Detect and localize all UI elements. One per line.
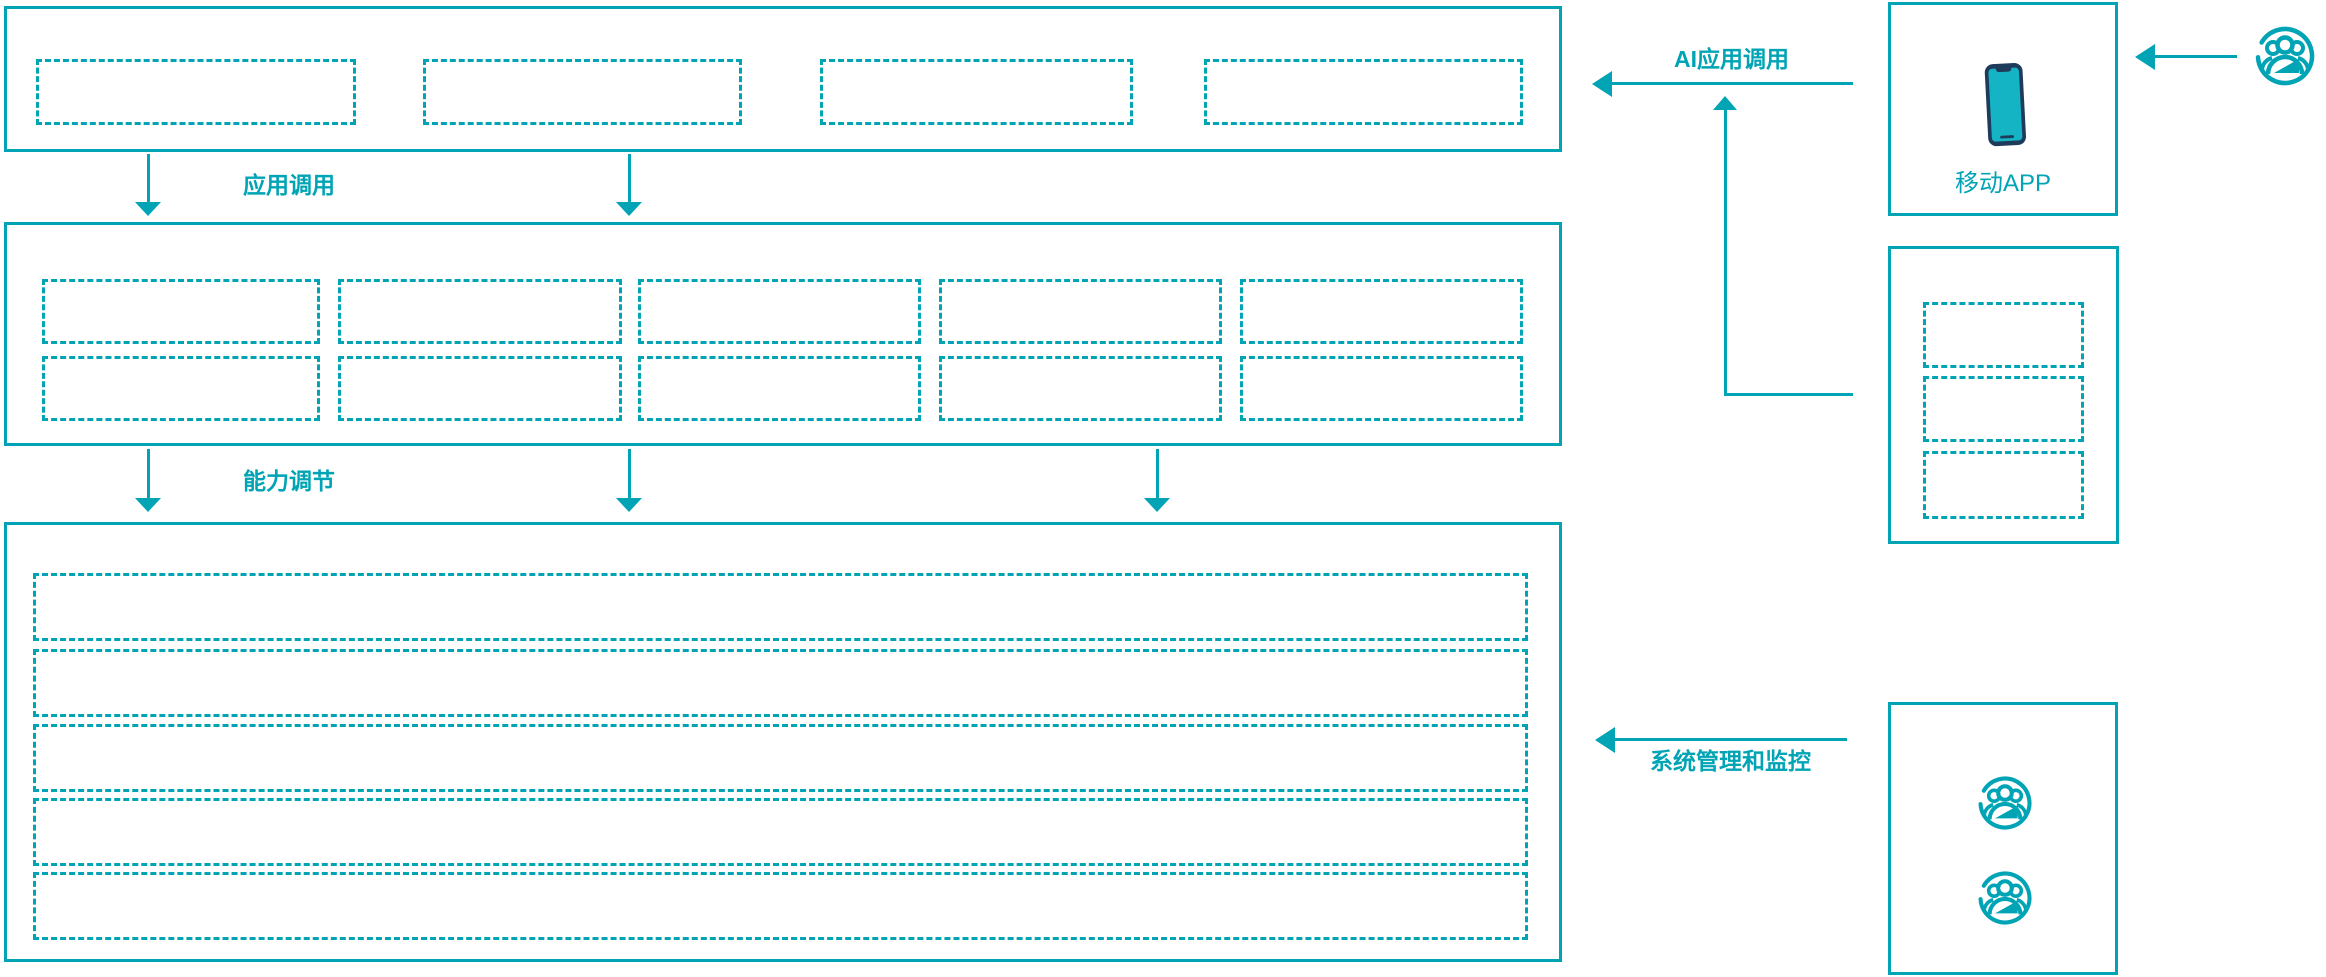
middle-placeholder-r1c2 <box>338 279 622 344</box>
arrow-user-to-app-shaft <box>2153 55 2237 58</box>
arrow-system-monitor-head <box>1595 727 1615 753</box>
arrow-app-call-2-head <box>616 202 642 216</box>
middle-placeholder-r1c3 <box>638 279 921 344</box>
bottom-layer-row-1 <box>33 573 1528 641</box>
middle-placeholder-r1c1 <box>42 279 320 344</box>
middle-placeholder-r2c4 <box>939 356 1222 421</box>
label-mobile-app: 移动APP <box>1954 170 2052 197</box>
right-panel-placeholder-1 <box>1923 302 2084 368</box>
top-layer-placeholder-1 <box>36 59 356 125</box>
arrow-app-call-1-head <box>135 202 161 216</box>
arrow-capability-2-head <box>616 498 642 512</box>
connector-right-panel-up-head <box>1713 96 1737 110</box>
right-panel-placeholder-2 <box>1923 376 2084 442</box>
arrow-ai-app-call-head <box>1592 71 1612 97</box>
label-capability-adjust: 能力调节 <box>243 468 335 494</box>
phone-icon <box>1981 60 2029 152</box>
arrow-app-call-2-shaft <box>628 154 631 202</box>
arrow-ai-app-call-shaft <box>1610 82 1853 85</box>
arrow-capability-1-shaft <box>147 449 150 498</box>
admin-box <box>1888 702 2118 975</box>
label-ai-app-call: AI应用调用 <box>1674 46 1789 72</box>
right-panel-box <box>1888 246 2119 544</box>
middle-placeholder-r2c2 <box>338 356 622 421</box>
arrow-capability-3-shaft <box>1156 449 1159 498</box>
middle-placeholder-r2c3 <box>638 356 921 421</box>
user-group-icon <box>1976 774 2034 832</box>
arrow-capability-2-shaft <box>628 449 631 498</box>
arrow-system-monitor-shaft <box>1613 738 1847 741</box>
mobile-app-box <box>1888 2 2118 216</box>
bottom-layer-row-2 <box>33 649 1528 717</box>
middle-placeholder-r1c5 <box>1240 279 1523 344</box>
bottom-layer-row-4 <box>33 798 1528 866</box>
arrow-app-call-1-shaft <box>147 154 150 202</box>
middle-placeholder-r1c4 <box>939 279 1222 344</box>
connector-right-panel-up-shaft <box>1724 110 1727 396</box>
user-group-icon <box>1976 869 2034 927</box>
top-layer-container <box>4 6 1562 152</box>
arrow-capability-1-head <box>135 498 161 512</box>
arrow-capability-3-head <box>1144 498 1170 512</box>
middle-placeholder-r2c1 <box>42 356 320 421</box>
top-layer-placeholder-3 <box>820 59 1133 125</box>
label-app-call: 应用调用 <box>243 172 335 198</box>
top-layer-placeholder-2 <box>423 59 742 125</box>
label-system-management-monitor: 系统管理和监控 <box>1650 748 1811 774</box>
bottom-layer-row-3 <box>33 724 1528 792</box>
right-panel-placeholder-3 <box>1923 451 2084 519</box>
middle-placeholder-r2c5 <box>1240 356 1523 421</box>
user-group-icon <box>2253 24 2317 88</box>
top-layer-placeholder-4 <box>1204 59 1523 125</box>
connector-right-panel-horizontal <box>1724 393 1853 396</box>
arrow-user-to-app-head <box>2135 44 2155 70</box>
bottom-layer-row-5 <box>33 872 1528 940</box>
middle-layer-container <box>4 222 1562 446</box>
bottom-layer-container <box>4 522 1562 962</box>
